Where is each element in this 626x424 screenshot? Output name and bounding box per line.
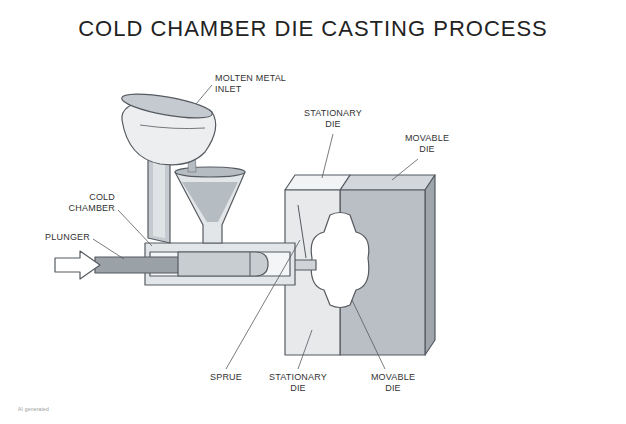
part-label: SPRUE <box>204 372 248 383</box>
part-label: MOLTEN METAL INLET <box>215 73 299 95</box>
part-label: STATIONARY DIE <box>264 372 332 394</box>
watermark: AI generated <box>18 406 78 412</box>
part-label: STATIONARY DIE <box>300 108 366 130</box>
part-label: MOVABLE DIE <box>398 133 456 155</box>
part-label: MOVABLE DIE <box>364 372 422 394</box>
part-label: PLUNGER <box>36 232 90 243</box>
part-label: COLD CHAMBER <box>53 192 115 214</box>
diagram-title: COLD CHAMBER DIE CASTING PROCESS <box>0 16 626 42</box>
